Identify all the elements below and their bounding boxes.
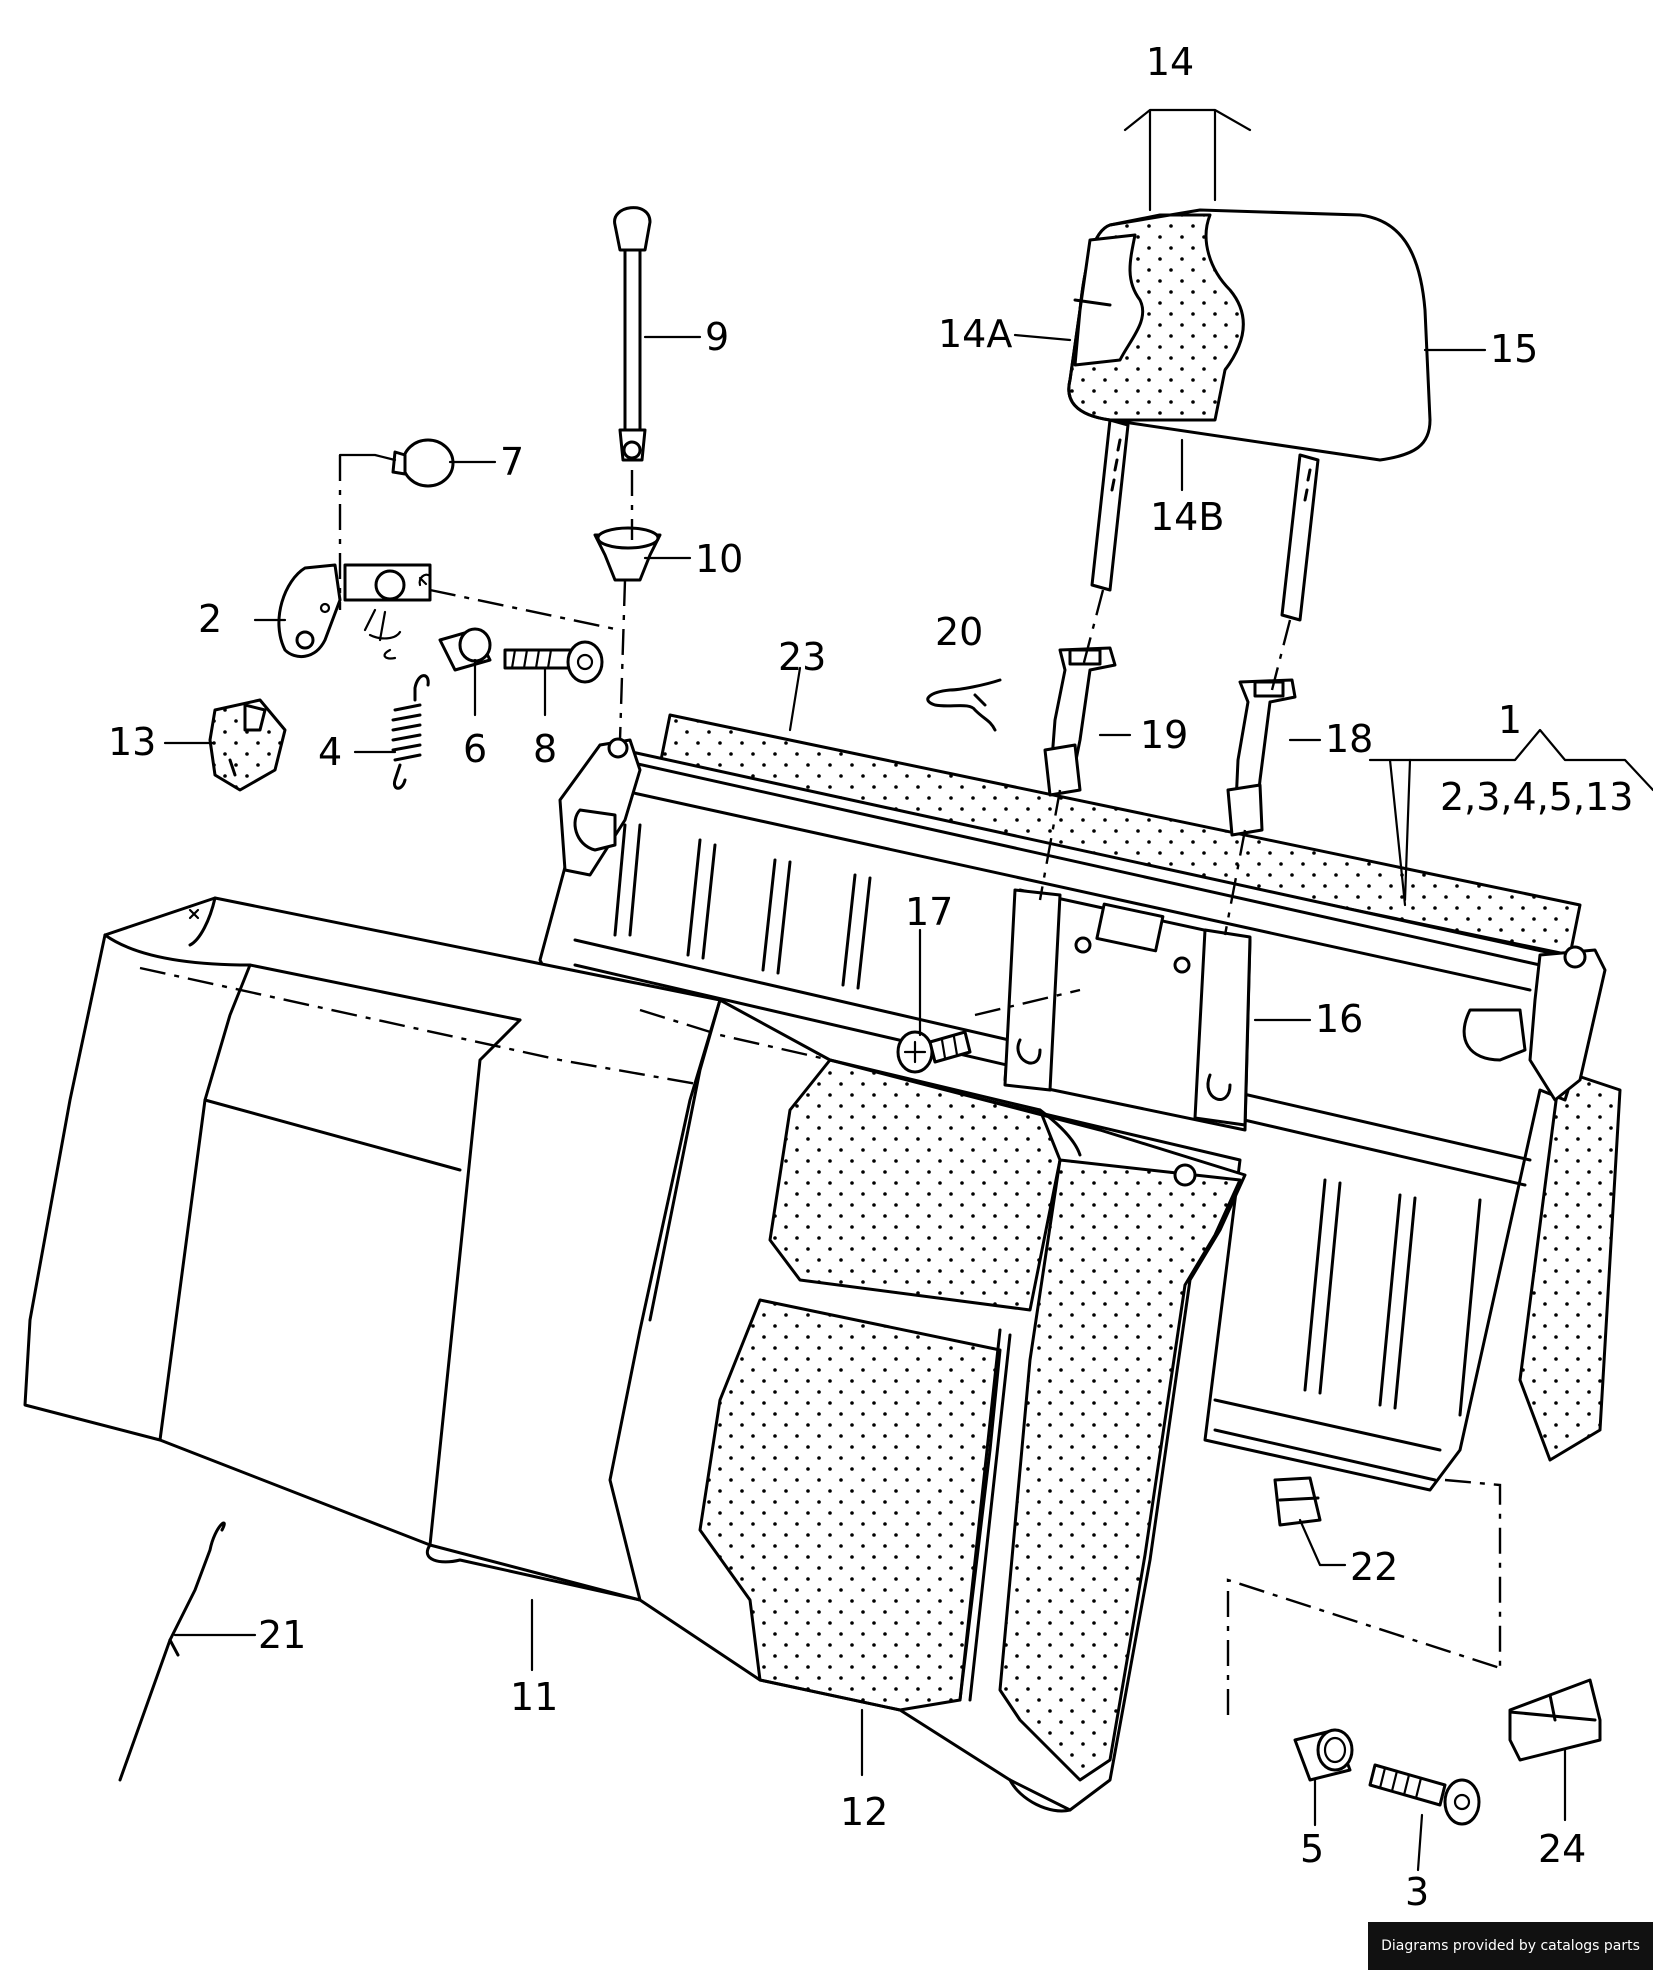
seat-frame-16 — [538, 737, 1607, 1492]
callout-22: 22 — [1350, 1545, 1398, 1589]
button-7 — [391, 438, 455, 488]
callout-7: 7 — [500, 440, 524, 484]
callout-11: 11 — [510, 1675, 558, 1719]
bushing-6 — [438, 627, 492, 672]
leader-lines — [163, 108, 1653, 1872]
screw-17 — [896, 1030, 972, 1074]
clip-22 — [1273, 1476, 1322, 1527]
callout-4: 4 — [318, 730, 342, 774]
assembly-dash-lines — [338, 455, 1502, 1715]
callout-12: 12 — [840, 1790, 888, 1834]
callout-9: 9 — [705, 315, 729, 359]
callouts: 14 14A 15 14B 9 7 10 2 13 4 6 8 23 20 19… — [108, 40, 1633, 1914]
callout-10: 10 — [695, 537, 743, 581]
clip-10 — [593, 526, 662, 582]
wire-clip-20 — [926, 678, 1002, 732]
callout-1-sub: 2,3,4,5,13 — [1440, 775, 1633, 819]
lever-2 — [277, 563, 432, 660]
callout-23: 23 — [778, 635, 826, 679]
seat-cover-11 — [23, 896, 772, 1602]
headrest-guide-18 — [1226, 678, 1297, 837]
cap-24 — [1508, 1678, 1602, 1762]
callout-13: 13 — [108, 720, 156, 764]
headrest-14 — [1067, 208, 1432, 622]
spring-4 — [391, 674, 430, 790]
callout-8: 8 — [533, 727, 557, 771]
callout-6: 6 — [463, 727, 487, 771]
foam-pad-23 — [658, 713, 1622, 1462]
bolt-3 — [1368, 1763, 1481, 1826]
headrest-guide-19 — [1043, 646, 1117, 797]
callout-24: 24 — [1538, 1827, 1586, 1871]
callout-16: 16 — [1315, 997, 1363, 1041]
callout-14: 14 — [1146, 40, 1194, 84]
clip-13 — [208, 698, 287, 792]
callout-14b: 14B — [1150, 495, 1224, 539]
callout-2: 2 — [198, 597, 222, 641]
bushing-5 — [1293, 1728, 1354, 1782]
callout-5: 5 — [1300, 1827, 1324, 1871]
callout-21: 21 — [258, 1613, 306, 1657]
callout-17: 17 — [905, 890, 953, 934]
seat-cover-12 — [608, 998, 1247, 1813]
callout-14a: 14A — [938, 312, 1012, 356]
callout-20: 20 — [935, 610, 983, 654]
callout-15: 15 — [1490, 327, 1538, 371]
diagram-credit-badge: Diagrams provided by catalogs parts — [1368, 1922, 1653, 1970]
callout-1: 1 — [1498, 698, 1522, 742]
release-rod-9 — [613, 206, 652, 462]
callout-3: 3 — [1405, 1870, 1429, 1914]
callout-18: 18 — [1325, 717, 1373, 761]
callout-19: 19 — [1140, 713, 1188, 757]
wire-21 — [118, 1521, 226, 1782]
bolt-8 — [503, 640, 604, 684]
